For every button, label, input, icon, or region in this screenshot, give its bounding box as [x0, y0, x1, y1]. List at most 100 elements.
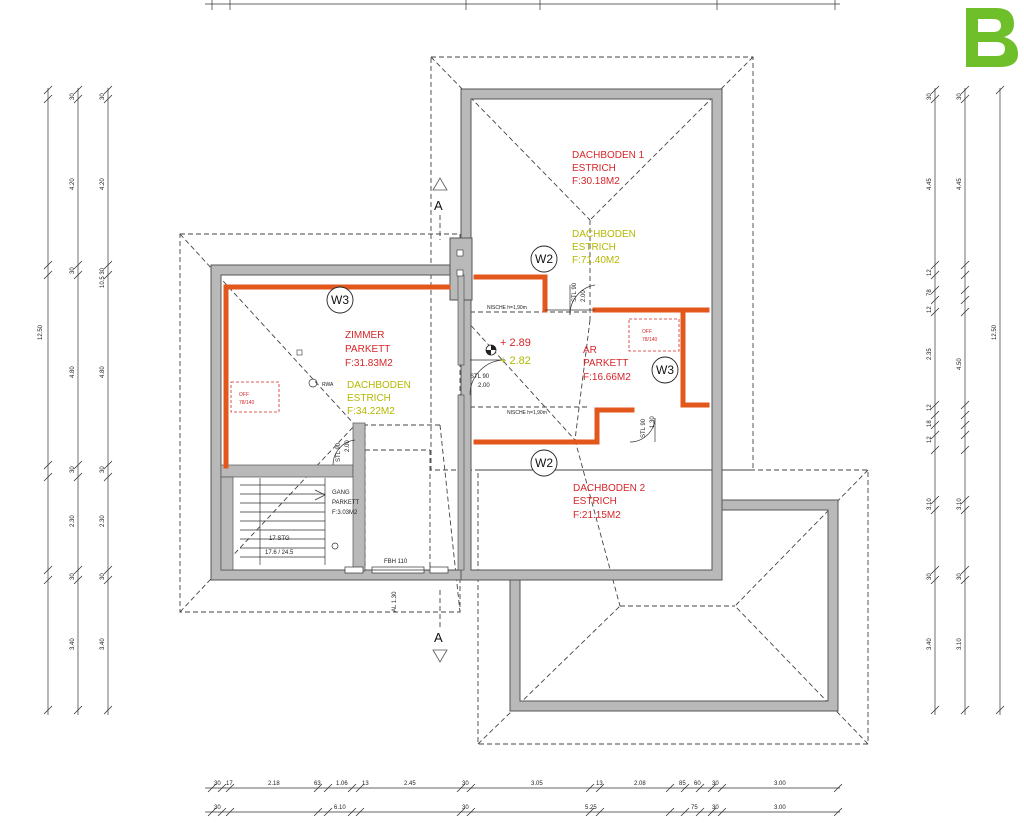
- room-gang-area: F:3.03M2: [332, 510, 358, 516]
- bottom-r1-10: 13: [596, 781, 603, 787]
- right-inner-5: 30: [957, 573, 963, 580]
- right-total-dim: 12.50: [992, 324, 998, 340]
- level-lower: + 2.82: [500, 355, 531, 367]
- bottom-r2-5: 75: [691, 805, 698, 811]
- dimension-tick: [717, 783, 727, 793]
- dimension-tick: [595, 807, 605, 817]
- dimension-tick: [217, 783, 227, 793]
- left-inner-6: 2.30: [100, 515, 106, 527]
- dimension-tick: [960, 505, 970, 515]
- bottom-r1-15: 3.00: [774, 781, 786, 787]
- right-dim-10: 3.10: [927, 498, 933, 510]
- room-dachboden-left-name: DACHBODEN: [347, 380, 411, 391]
- dimension-tick: [930, 445, 940, 455]
- dimension-tick: [43, 565, 53, 575]
- room-ar-name: AR: [583, 345, 597, 356]
- room-dachboden2-name: DACHBODEN 2: [573, 483, 646, 494]
- bottom-r1-12: 85: [679, 781, 686, 787]
- dimension-tick: [103, 270, 113, 280]
- bottom-r2-2: 6.10: [334, 805, 346, 811]
- dimension-tick: [43, 575, 53, 585]
- logo: B: [966, 8, 1018, 67]
- bottom-r2-4: 5.25: [585, 805, 597, 811]
- dimension-tick: [960, 307, 970, 317]
- dimension-tick: [73, 705, 83, 715]
- right-dim-12: 3.40: [927, 638, 933, 650]
- dimension-tick: [355, 807, 365, 817]
- dimension-tick: [73, 575, 83, 585]
- room-zimmer-area: F:31.83M2: [345, 358, 393, 369]
- dimension-tick: [43, 460, 53, 470]
- left-dim-7: 30: [70, 573, 76, 580]
- section-markers: A A: [432, 177, 448, 663]
- door-stl-a-height: 2.00: [478, 383, 490, 389]
- room-dachboden1-area: F:30.18M2: [572, 176, 620, 187]
- dimension-tick: [73, 270, 83, 280]
- room-zimmer-floor: PARKETT: [345, 344, 390, 355]
- room-dachboden-mid-name: DACHBODEN: [572, 229, 636, 240]
- dimension-tick: [595, 783, 605, 793]
- door-stl-d-label: STL 90: [641, 418, 647, 438]
- bottom-r1-5: 1.06: [336, 781, 348, 787]
- dimension-tick: [707, 783, 717, 793]
- bottom-r1-2: 17: [226, 781, 233, 787]
- dimension-tick: [103, 705, 113, 715]
- wall-label-w2-bottom: W2: [535, 456, 553, 470]
- dimension-tick: [347, 807, 357, 817]
- dimension-tick: [960, 445, 970, 455]
- dimension-tick: [313, 807, 323, 817]
- left-dim-5: 30: [70, 466, 76, 473]
- dimension-tick: [930, 565, 940, 575]
- dimension-tick: [960, 705, 970, 715]
- off-box-right-size: 78/140: [642, 337, 658, 343]
- dimension-tick: [665, 807, 675, 817]
- left-inner-1: 30: [100, 93, 106, 100]
- dimension-tick: [103, 575, 113, 585]
- bottom-r1-3: 2.18: [268, 781, 280, 787]
- right-dimensions: 12.50 30 4.45 12 78 12 2.35 12 18 12 3.1…: [927, 85, 1005, 715]
- dimension-tick: [707, 807, 717, 817]
- dimension-tick: [930, 270, 940, 280]
- room-dachboden-left-floor: ESTRICH: [347, 393, 391, 404]
- dimension-tick: [585, 807, 595, 817]
- left-total-dim: 12.50: [38, 324, 44, 340]
- left-inner-4: 4.80: [100, 366, 106, 378]
- dimension-tick: [960, 295, 970, 305]
- dimension-tick: [43, 260, 53, 270]
- door-stl-a-label: STL 90: [470, 374, 490, 380]
- dimension-tick: [930, 307, 940, 317]
- wall-label-w3-right: W3: [656, 363, 674, 377]
- window-sill: AL 1.30: [392, 591, 398, 612]
- right-inner-4: 3.10: [957, 498, 963, 510]
- dimension-tick: [73, 460, 83, 470]
- bottom-r2-3: 30: [462, 805, 469, 811]
- dimension-tick: [43, 94, 53, 104]
- left-dimensions: 12.50 30 4.20 30 4.80 30 2.30 30 3.40 30…: [38, 85, 113, 715]
- room-dachboden2-area: F:21.15M2: [573, 510, 621, 521]
- wall-label-w3-left: W3: [331, 293, 349, 307]
- room-dachboden-mid-area: F:71.40M2: [572, 255, 620, 266]
- niche-bottom: NISCHE h=1,90m: [507, 410, 547, 416]
- room-dachboden1-name: DACHBODEN 1: [572, 150, 645, 161]
- dimension-tick: [930, 295, 940, 305]
- right-inner-2: 4.45: [957, 178, 963, 190]
- dimension-tick: [930, 260, 940, 270]
- dimension-tick: [960, 260, 970, 270]
- dimension-tick: [680, 807, 690, 817]
- room-ar-area: F:16.66M2: [583, 372, 631, 383]
- dimension-tick: [103, 565, 113, 575]
- room-dachboden1-floor: ESTRICH: [572, 163, 616, 174]
- left-dim-2: 4.20: [70, 178, 76, 190]
- dimension-tick: [960, 94, 970, 104]
- door-stl-b-label: STL 90: [572, 282, 578, 302]
- rwa-label: RWA: [322, 382, 334, 388]
- dimension-tick: [930, 495, 940, 505]
- dimension-tick: [323, 807, 333, 817]
- level-upper: + 2.89: [500, 337, 531, 349]
- off-box-right-label: OFF: [642, 329, 652, 335]
- bottom-r1-9: 3.05: [531, 781, 543, 787]
- dimension-tick: [930, 85, 940, 95]
- left-dim-6: 2.30: [70, 515, 76, 527]
- dimension-tick: [585, 783, 595, 793]
- dimension-tick: [930, 575, 940, 585]
